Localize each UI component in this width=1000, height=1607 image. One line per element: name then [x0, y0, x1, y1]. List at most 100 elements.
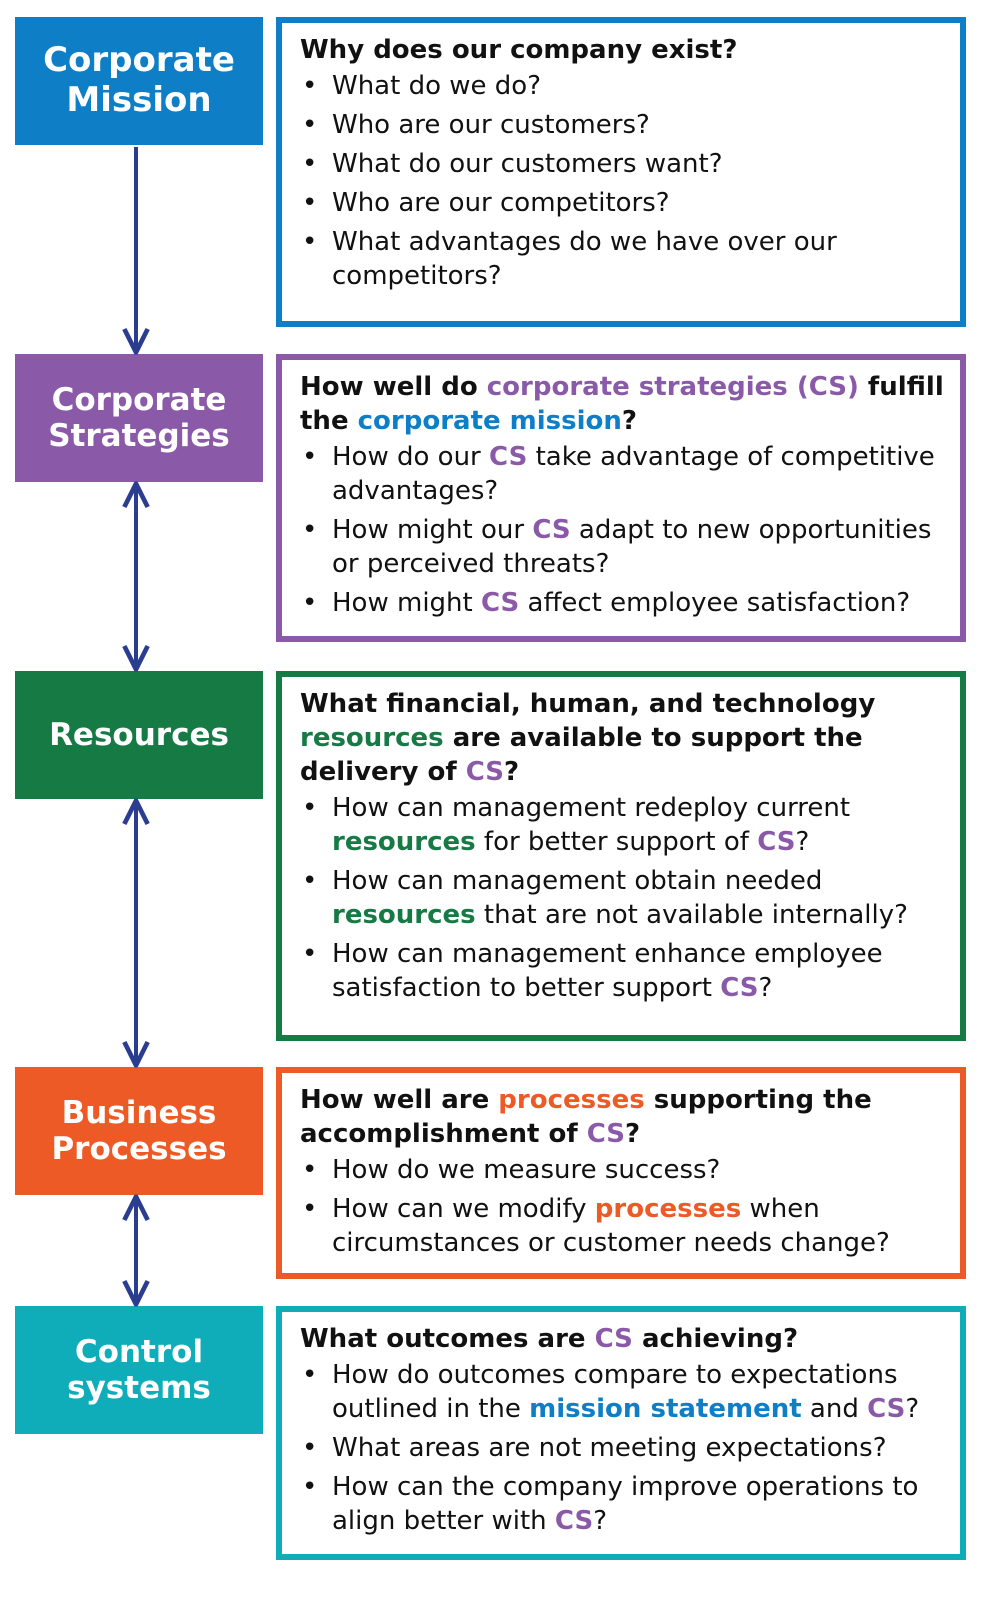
question-heading: What outcomes are CS achieving?: [300, 1322, 946, 1356]
highlight-term: corporate mission: [357, 406, 622, 436]
highlight-term: processes: [498, 1085, 645, 1115]
label-line: systems: [67, 1370, 211, 1406]
bullet-text: What do our customers want?: [332, 149, 723, 179]
question-bullet: How can management redeploy current reso…: [300, 791, 946, 859]
question-heading: Why does our company exist?: [300, 33, 946, 67]
bullet-text: for better support of: [475, 827, 758, 857]
label-line: Corporate: [51, 381, 227, 418]
bullet-text: How do outcomes compare to expectations …: [332, 1360, 898, 1424]
question-box-mission: Why does our company exist? What do we d…: [276, 17, 966, 327]
question-text: What financial, human, and technology: [300, 689, 876, 719]
question-box-resources: What financial, human, and technology re…: [276, 671, 966, 1041]
question-list: What do we do? Who are our customers? What…: [300, 69, 946, 293]
highlight-term: resources: [332, 827, 476, 857]
highlight-term: CS: [489, 442, 528, 472]
bullet-text: How can we modify: [332, 1194, 595, 1224]
question-list: How do outcomes compare to expectations …: [300, 1358, 946, 1538]
bullet-text: How can management redeploy current: [332, 793, 851, 823]
question-bullet: How might our CS adapt to new opportunit…: [300, 513, 946, 581]
bullet-text: when circumstances or customer needs cha…: [332, 1194, 890, 1258]
highlight-term: CS: [867, 1394, 906, 1424]
bullet-text: ?: [795, 827, 810, 857]
question-list: How can management redeploy current reso…: [300, 791, 946, 1005]
question-text: ?: [504, 757, 520, 787]
question-list: How do we measure success? How can we mod…: [300, 1153, 946, 1260]
bullet-text: What advantages do we have over our comp…: [332, 227, 837, 291]
question-text: fulfill the: [300, 372, 944, 436]
label-box-processes: Business Processes: [15, 1067, 263, 1195]
highlight-term: CS: [720, 973, 759, 1003]
question-text: How well do: [300, 372, 487, 402]
bullet-text: How do we measure success?: [332, 1155, 721, 1185]
highlight-term: CS: [757, 827, 796, 857]
question-text: How well are: [300, 1085, 499, 1115]
question-heading: How well do corporate strategies (CS) fu…: [300, 370, 946, 438]
question-bullet: How can management obtain needed resourc…: [300, 864, 946, 932]
question-heading: What financial, human, and technology re…: [300, 687, 946, 789]
question-bullet: How do we measure success?: [300, 1153, 946, 1187]
label-line: Resources: [49, 716, 229, 753]
highlight-term: CS: [554, 1506, 594, 1536]
question-heading: How well are processes supporting the ac…: [300, 1083, 946, 1151]
label-line: Processes: [51, 1131, 227, 1167]
question-bullet: What advantages do we have over our comp…: [300, 225, 946, 293]
bullet-text: that are not available internally?: [475, 900, 908, 930]
question-bullet: What areas are not meeting expectations?: [300, 1431, 946, 1465]
bullet-text: How can management enhance employee sati…: [332, 939, 883, 1003]
label-line: Control: [74, 1333, 204, 1370]
highlight-term: corporate strategies (CS): [486, 372, 859, 402]
bullet-text: ?: [758, 973, 773, 1003]
highlight-term: mission statement: [529, 1394, 802, 1424]
bullet-text: Who are our customers?: [332, 110, 650, 140]
question-text: ?: [621, 406, 638, 436]
question-text: supporting the accomplishment of: [300, 1085, 872, 1149]
question-bullet: How do outcomes compare to expectations …: [300, 1358, 946, 1426]
highlight-term: CS: [586, 1119, 625, 1149]
highlight-term: processes: [594, 1194, 742, 1224]
bullet-text: Who are our competitors?: [332, 188, 670, 218]
label-box-control: Control systems: [15, 1306, 263, 1434]
question-box-strategies: How well do corporate strategies (CS) fu…: [276, 354, 966, 642]
question-bullet: How can management enhance employee sati…: [300, 937, 946, 1005]
question-bullet: How can we modify processes when circums…: [300, 1192, 946, 1260]
bullet-text: What areas are not meeting expectations?: [332, 1433, 887, 1463]
label-line: Corporate: [43, 40, 235, 81]
question-bullet: What do our customers want?: [300, 147, 946, 181]
highlight-term: CS: [594, 1324, 633, 1354]
label-box-strategies: Corporate Strategies: [15, 354, 263, 482]
question-text: What outcomes are: [300, 1324, 595, 1354]
highlight-term: resources: [300, 723, 444, 753]
question-bullet: How do our CS take advantage of competit…: [300, 440, 946, 508]
question-list: How do our CS take advantage of competit…: [300, 440, 946, 620]
bullet-text: How might: [332, 588, 481, 618]
label-line: Mission: [66, 80, 212, 120]
highlight-term: CS: [465, 757, 504, 787]
bullet-text: ?: [905, 1394, 920, 1424]
label-box-mission: Corporate Mission: [15, 17, 263, 145]
bullet-text: and: [801, 1394, 868, 1424]
highlight-term: CS: [532, 515, 571, 545]
question-text: achieving?: [632, 1324, 799, 1354]
bullet-text: What do we do?: [332, 71, 541, 101]
question-box-control: What outcomes are CS achieving? How do o…: [276, 1306, 966, 1560]
question-bullet: How might CS affect employee satisfactio…: [300, 586, 946, 620]
label-line: Strategies: [48, 418, 230, 454]
bullet-text: affect employee satisfaction?: [519, 588, 911, 618]
question-bullet: What do we do?: [300, 69, 946, 103]
label-line: Business: [61, 1094, 217, 1131]
question-bullet: Who are our customers?: [300, 108, 946, 142]
bullet-text: ?: [593, 1506, 608, 1536]
highlight-term: CS: [480, 588, 520, 618]
question-text: Why does our company exist?: [300, 35, 738, 65]
question-bullet: Who are our competitors?: [300, 186, 946, 220]
question-text: ?: [624, 1119, 641, 1149]
bullet-text: How can management obtain needed: [332, 866, 823, 896]
bullet-text: How do our: [332, 442, 490, 472]
label-box-resources: Resources: [15, 671, 263, 799]
bullet-text: How can the company improve operations t…: [332, 1472, 919, 1536]
bullet-text: adapt to new opportunities or perceived …: [332, 515, 932, 579]
question-box-processes: How well are processes supporting the ac…: [276, 1067, 966, 1279]
question-text: are available to support the delivery of: [300, 723, 863, 787]
bullet-text: take advantage of competitive advantages…: [332, 442, 935, 506]
bullet-text: How might our: [332, 515, 533, 545]
